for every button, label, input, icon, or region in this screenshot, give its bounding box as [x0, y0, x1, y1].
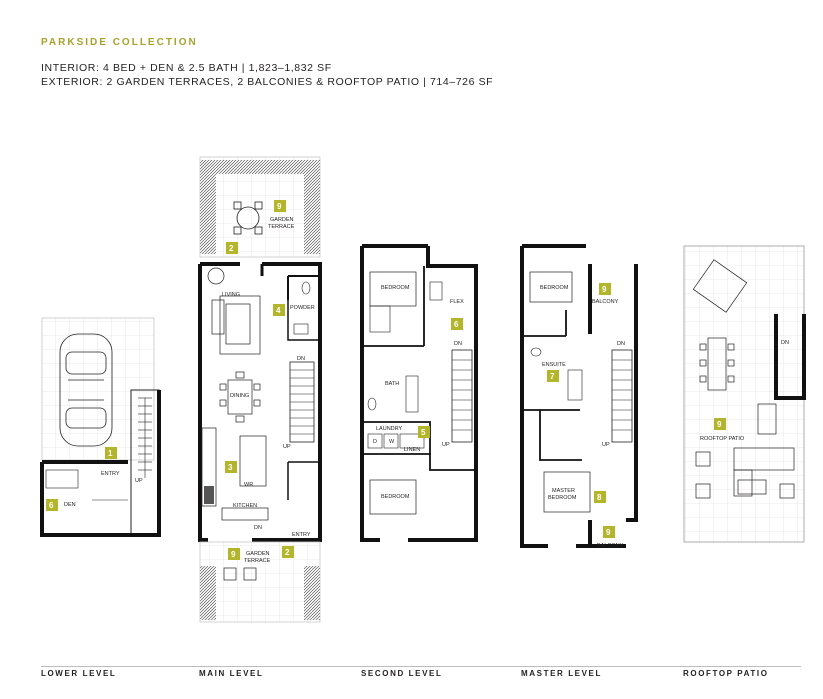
room-label-master-bedroom: BEDROOM: [548, 495, 577, 501]
level-label-second: SECOND LEVEL: [361, 669, 443, 678]
badge-main-kitchen: 3: [225, 461, 237, 473]
room-label-bedroom-bottom: BEDROOM: [381, 494, 410, 500]
svg-text:9: 9: [717, 420, 722, 429]
room-label-dining: DINING: [230, 393, 249, 399]
svg-text:5: 5: [421, 428, 426, 437]
room-label-terrace-bottom: TERRACE: [244, 558, 271, 564]
stair-dn-label: DN: [617, 341, 625, 347]
driveway: [41, 317, 155, 461]
hedge: [216, 160, 304, 174]
room-label-den: DEN: [64, 502, 76, 508]
second-level-plan: BEDROOM FLEX 6 DN UP BATH LAUNDRY D W LI…: [360, 244, 478, 542]
room-label-garden-bottom: GARDEN: [246, 551, 270, 557]
room-label-flex: FLEX: [450, 299, 464, 305]
svg-text:6: 6: [454, 320, 459, 329]
badge-rooftop-patio: 9: [714, 418, 726, 430]
room-label-laundry: LAUNDRY: [376, 426, 403, 432]
svg-text:4: 4: [276, 306, 281, 315]
svg-text:9: 9: [277, 202, 282, 211]
lounge-chair-icon: [692, 259, 748, 313]
room-label-balcony-bottom: BALCONY: [597, 543, 624, 549]
stair-dn-label: DN: [454, 341, 462, 347]
badge-master-ensuite: 7: [547, 370, 559, 382]
room-label-balcony-top: BALCONY: [592, 299, 619, 305]
room-label-master: MASTER: [552, 488, 575, 494]
badge-master-balcony-top: 9: [599, 283, 611, 295]
patio-table-icon: [233, 201, 263, 235]
interior-spec: INTERIOR: 4 BED + DEN & 2.5 BATH | 1,823…: [41, 62, 332, 74]
dining-table-icon: [219, 371, 261, 423]
rooftop-dining-icon: [699, 337, 735, 391]
hedge: [200, 160, 216, 254]
badge-master-balcony-bottom: 9: [603, 526, 615, 538]
badge-lower-entry: 1: [105, 447, 117, 459]
room-label-rooftop-patio: ROOFTOP PATIO: [700, 436, 745, 442]
car-icon: [59, 333, 113, 447]
hedge: [304, 160, 320, 254]
badge-main-terrace: 9: [274, 200, 286, 212]
svg-text:9: 9: [602, 285, 607, 294]
stair-up-label: UP: [602, 442, 610, 448]
badge-main-entry-arrow: 2: [282, 546, 294, 558]
room-label-powder: POWDER: [290, 305, 315, 311]
badge-second-flex: 6: [451, 318, 463, 330]
linen-label: LINEN: [404, 447, 420, 453]
svg-text:7: 7: [550, 372, 555, 381]
room-label-kitchen: KITCHEN: [233, 503, 257, 509]
svg-text:2: 2: [229, 244, 234, 253]
stair-up-label: UP: [135, 478, 143, 484]
room-label-ensuite: ENSUITE: [542, 362, 566, 368]
master-level-plan: BEDROOM BALCONY 9 ENSUITE 7 DN UP MASTER…: [520, 244, 638, 549]
wine-rack-label: WR: [244, 482, 253, 488]
badge-main-terrace-bottom: 9: [228, 548, 240, 560]
room-label-entry: ENTRY: [101, 471, 120, 477]
room-label-entry: ENTRY: [292, 532, 311, 538]
room-label-garden: GARDEN: [270, 217, 294, 223]
exterior-spec: EXTERIOR: 2 GARDEN TERRACES, 2 BALCONIES…: [41, 76, 494, 88]
svg-text:2: 2: [285, 548, 290, 557]
room-label-living: LIVING: [222, 292, 240, 298]
dn-label: DN: [254, 525, 262, 531]
main-level-plan: GARDEN TERRACE 9 2 LIVING POWDER 4: [198, 156, 322, 623]
badge-second-laundry: 5: [418, 426, 430, 438]
level-label-master: MASTER LEVEL: [521, 669, 602, 678]
stair-dn-label: DN: [297, 356, 305, 362]
baseline-divider: [41, 666, 801, 667]
svg-text:9: 9: [231, 550, 236, 559]
room-label-bath: BATH: [385, 381, 399, 387]
level-label-lower: LOWER LEVEL: [41, 669, 117, 678]
badge-main-terrace-arrow: 2: [226, 242, 238, 254]
rooftop-plan: DN ROOFTOP PATIO 9: [683, 245, 806, 543]
svg-text:3: 3: [228, 463, 233, 472]
lower-level-plan: ENTRY DEN UP 1 6: [40, 317, 161, 537]
dryer-label: D: [373, 439, 377, 445]
collection-title: PARKSIDE COLLECTION: [41, 37, 198, 48]
stair-up-label: UP: [283, 444, 291, 450]
svg-text:6: 6: [49, 501, 54, 510]
svg-text:8: 8: [597, 493, 602, 502]
badge-lower-den: 6: [46, 499, 58, 511]
level-label-rooftop: ROOFTOP PATIO: [683, 669, 769, 678]
badge-main-powder: 4: [273, 304, 285, 316]
badge-master-bedroom: 8: [594, 491, 606, 503]
level-label-main: MAIN LEVEL: [199, 669, 264, 678]
room-label-bedroom-top: BEDROOM: [381, 285, 410, 291]
stair-up-label: UP: [442, 442, 450, 448]
room-label-terrace: TERRACE: [268, 224, 295, 230]
svg-text:1: 1: [108, 449, 113, 458]
rooftop-sofa-icon: [695, 403, 795, 499]
stair-dn-label: DN: [781, 340, 789, 346]
svg-text:9: 9: [606, 528, 611, 537]
room-label-bedroom: BEDROOM: [540, 285, 569, 291]
sofa-icon: [207, 267, 261, 355]
washer-label: W: [389, 439, 395, 445]
